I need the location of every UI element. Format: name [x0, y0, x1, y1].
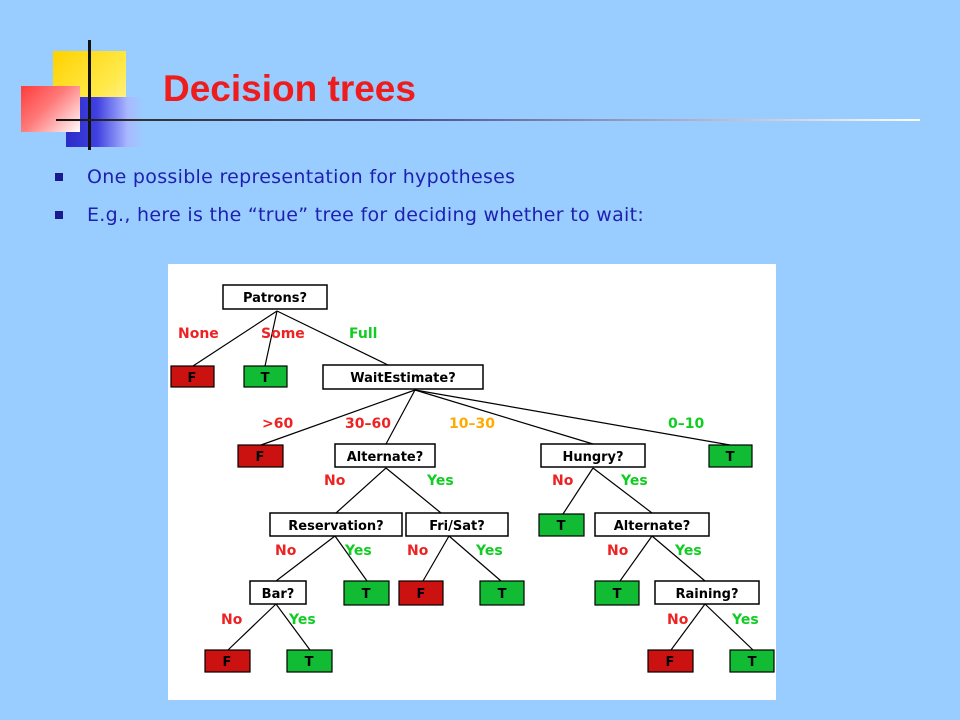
edge-label-hungry-no: No [552, 473, 574, 489]
node-label: Patrons? [243, 291, 307, 306]
leaf-label: F [188, 371, 197, 386]
node-fri-sat: Fri/Sat? [405, 512, 509, 537]
title-decoration-red-square [21, 86, 80, 132]
edge [335, 467, 387, 514]
leaf-reservation-yes-true: T [343, 580, 390, 606]
leaf-frisat-yes-true: T [479, 580, 525, 606]
edge [619, 535, 653, 582]
leaf-hungry-no-true: T [538, 513, 585, 537]
leaf-some-true: T [243, 365, 288, 388]
leaf-alternate2-no-true: T [594, 580, 640, 606]
edge-label-alternate-yes: Yes [426, 473, 454, 489]
leaf-label: T [613, 587, 622, 602]
node-wait-estimate: WaitEstimate? [322, 364, 484, 390]
title-underline [56, 119, 920, 121]
node-alternate-2: Alternate? [594, 512, 710, 537]
edge-label-0-10: 0–10 [668, 416, 704, 432]
node-label: WaitEstimate? [350, 371, 456, 386]
node-label: Alternate? [614, 519, 691, 534]
leaf-label: T [748, 655, 757, 670]
edge-label-gt60: >60 [262, 416, 293, 432]
leaf-label: T [498, 587, 507, 602]
node-label: Reservation? [288, 519, 383, 534]
edge-label-raining-yes: Yes [731, 612, 759, 628]
edge [264, 310, 278, 367]
edge [334, 535, 368, 582]
node-alternate: Alternate? [334, 443, 436, 468]
node-label: Raining? [675, 587, 738, 602]
decision-tree-figure: Patrons? WaitEstimate? Alternate? Hungry… [168, 264, 776, 700]
leaf-label: F [666, 655, 675, 670]
edge [385, 467, 442, 514]
edge [385, 389, 416, 445]
edge [192, 310, 278, 367]
edge [414, 389, 731, 446]
node-raining: Raining? [654, 580, 760, 605]
leaf-label: T [305, 655, 314, 670]
edge-label-alternate2-no: No [607, 543, 629, 559]
edge-label-bar-yes: Yes [288, 612, 316, 628]
edge-label-raining-no: No [667, 612, 689, 628]
node-hungry: Hungry? [540, 443, 646, 468]
node-label: Hungry? [562, 450, 623, 465]
leaf-label: F [256, 450, 265, 465]
edge-label-some: Some [261, 326, 305, 342]
edge-label-reservation-yes: Yes [344, 543, 372, 559]
edge-label-bar-no: No [221, 612, 243, 628]
leaf-label: T [261, 371, 270, 386]
bullet-text: One possible representation for hypothes… [87, 166, 516, 188]
node-bar: Bar? [249, 580, 307, 605]
edge-label-hungry-yes: Yes [620, 473, 648, 489]
leaf-gt60-false: F [237, 444, 284, 468]
edge-label-10-30: 10–30 [449, 416, 495, 432]
leaf-none-false: F [170, 365, 215, 388]
edge [670, 603, 706, 651]
leaf-raining-yes-true: T [729, 649, 775, 673]
edge [704, 603, 754, 651]
leaf-label: T [557, 519, 566, 534]
leaf-bar-yes-true: T [286, 649, 333, 673]
slide-title: Decision trees [163, 68, 416, 109]
edge [260, 389, 416, 446]
edge [276, 310, 389, 366]
square-bullet-icon [55, 173, 63, 181]
title-decoration-vertical-line [88, 40, 91, 150]
edge-label-alternate2-yes: Yes [674, 543, 702, 559]
leaf-label: T [726, 450, 735, 465]
node-label: Bar? [262, 587, 295, 602]
edge [448, 535, 502, 582]
edge [562, 467, 594, 515]
edge-label-frisat-no: No [407, 543, 429, 559]
edge-label-none: None [178, 326, 219, 342]
edge [275, 535, 336, 582]
edge [414, 389, 594, 445]
node-label: Alternate? [347, 450, 424, 465]
edge [227, 603, 277, 651]
leaf-label: T [362, 587, 371, 602]
edge-label-reservation-no: No [275, 543, 297, 559]
leaf-label: F [223, 655, 232, 670]
edge-label-30-60: 30–60 [345, 416, 391, 432]
leaf-0-10-true: T [708, 444, 753, 468]
leaf-raining-no-false: F [647, 649, 694, 673]
edge-label-full: Full [349, 326, 377, 342]
node-label: Fri/Sat? [429, 519, 485, 534]
edge [275, 603, 311, 651]
decision-tree-svg: Patrons? WaitEstimate? Alternate? Hungry… [170, 284, 775, 673]
square-bullet-icon [55, 211, 63, 219]
node-patrons: Patrons? [222, 284, 328, 310]
leaf-label: F [417, 587, 426, 602]
edge [592, 467, 653, 514]
tree-edges [192, 310, 754, 651]
edge-labels: None Some Full >60 30–60 10–30 0–10 No Y… [178, 326, 759, 628]
edge [651, 535, 706, 582]
edge-label-frisat-yes: Yes [475, 543, 503, 559]
bullet-text: E.g., here is the “true” tree for decidi… [87, 204, 645, 226]
leaf-frisat-no-false: F [398, 580, 444, 606]
leaf-bar-no-false: F [204, 649, 251, 673]
edge-label-alternate-no: No [324, 473, 346, 489]
node-reservation: Reservation? [269, 512, 403, 537]
edge [422, 535, 450, 582]
